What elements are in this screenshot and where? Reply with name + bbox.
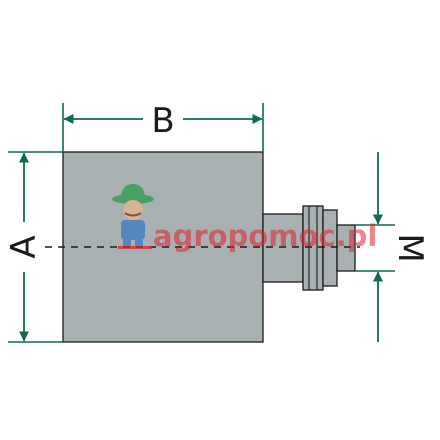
mascot-face-icon <box>123 200 143 220</box>
watermark-logo <box>112 184 154 249</box>
dimension-m-label: M <box>390 233 430 262</box>
mascot-overalls-icon <box>121 220 145 240</box>
mascot-leg-icon <box>135 240 143 248</box>
mascot-base-icon <box>118 246 152 249</box>
mascot-hat-crown-icon <box>121 184 145 199</box>
mascot-moustache-icon <box>124 212 142 217</box>
dimension-a-label: A <box>4 235 44 258</box>
dimension-b-label: B <box>151 101 174 141</box>
threaded-spigot <box>336 224 356 272</box>
mascot-leg-icon <box>123 240 131 248</box>
watermark-text: agropomoc.pl <box>153 219 377 253</box>
fitting-neck <box>262 213 304 283</box>
